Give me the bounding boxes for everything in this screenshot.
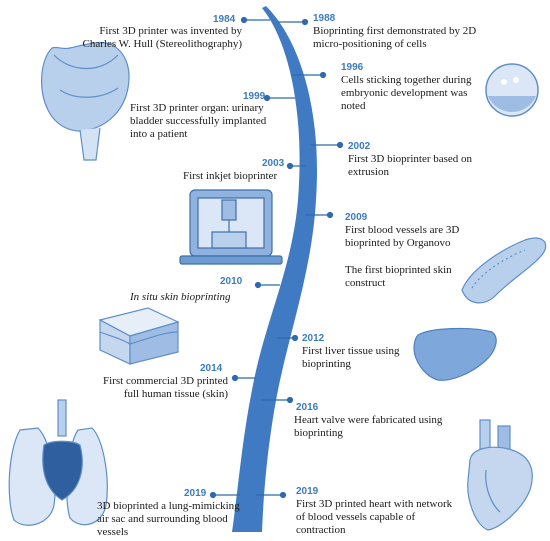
event-1988-year: 1988	[313, 13, 336, 24]
event-2012-year: 2012	[302, 333, 325, 344]
event-2002-year: 2002	[348, 141, 371, 152]
event-1996-text: Cells sticking together during embryonic…	[341, 74, 472, 112]
event-2010-text: In situ skin bioprinting	[130, 291, 231, 303]
event-2014-year: 2014	[200, 363, 223, 374]
bladder-icon	[41, 42, 130, 161]
event-1984-text: First 3D printer was invented by Charles…	[82, 25, 242, 50]
bioprinter-icon	[179, 189, 283, 265]
event-1988-text: Bioprinting first demonstrated by 2D mic…	[313, 25, 477, 50]
event-1984-year: 1984	[213, 14, 236, 25]
event-2012-text: First liver tissue using bioprinting	[302, 345, 400, 370]
timeline-ribbon	[232, 6, 317, 532]
event-2016-year: 2016	[296, 402, 319, 413]
timeline-connectors	[209, 16, 344, 499]
cell-sphere-icon	[485, 63, 539, 117]
event-1996-year: 1996	[341, 62, 364, 73]
event-1999-text: First 3D printer organ: urinary bladder …	[130, 102, 267, 140]
event-2019-lung-text: 3D bioprinted a lung-mimicking air sac a…	[97, 500, 240, 538]
event-2009-text: First blood vessels are 3D bioprinted by…	[345, 224, 460, 249]
event-1999-year: 1999	[243, 91, 266, 102]
event-2002-text: First 3D bioprinter based on extrusion	[348, 153, 473, 178]
event-2010-year: 2010	[220, 276, 243, 287]
event-2003-text: First inkjet bioprinter	[183, 170, 278, 182]
event-2016-text: Heart valve were fabricated using biopri…	[294, 414, 443, 439]
blood-vessel-icon	[461, 237, 547, 304]
event-2019-heart-year: 2019	[296, 486, 319, 497]
lungs-icon	[8, 399, 108, 526]
event-2014-text: First commercial 3D printed full human t…	[103, 375, 228, 400]
heart-icon	[467, 419, 533, 531]
event-2009-year: 2009	[345, 212, 368, 223]
event-2009-extra-text: The first bioprinted skin construct	[345, 264, 452, 289]
event-2019-lung-year: 2019	[184, 488, 207, 499]
event-2019-heart-text: First 3D printed heart with network of b…	[296, 498, 453, 536]
liver-icon	[413, 327, 497, 381]
skin-layer-icon	[98, 307, 180, 365]
event-2003-year: 2003	[262, 158, 285, 169]
